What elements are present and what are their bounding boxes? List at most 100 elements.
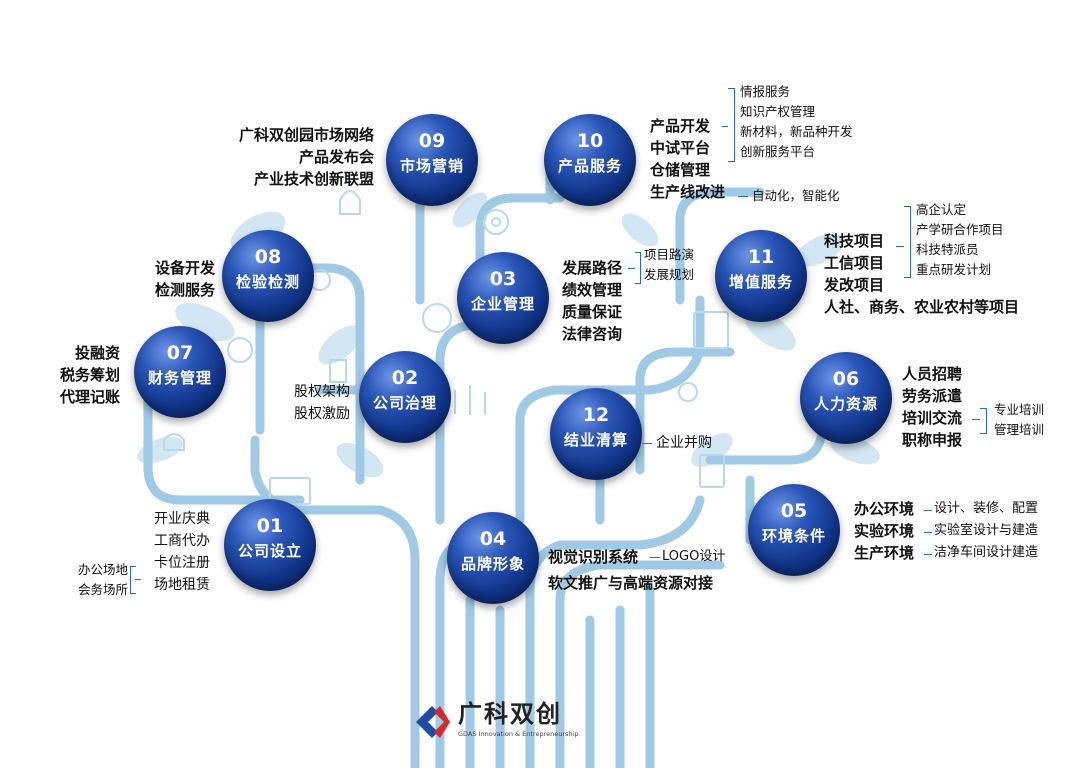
inspection-labels: 设备开发 检测服务 (155, 257, 215, 301)
finance-labels: 投融资 税务筹划 代理记账 (60, 342, 120, 408)
label-item: 视觉识别系统 (548, 548, 639, 566)
label-item: 卡位注册 (154, 555, 210, 571)
node-title: 企业管理 (470, 295, 535, 313)
label-item: 软文推广与高端资源对接 (548, 574, 714, 592)
label-item: 仓储管理 (650, 161, 711, 179)
node-07-finance[interactable]: 07 财务管理 (134, 326, 226, 418)
connector-line (896, 246, 904, 247)
node-09-marketing[interactable]: 09 市场营销 (386, 114, 478, 206)
node-06-human-resources[interactable]: 06 人力资源 (800, 352, 892, 444)
company-setup-sublabels: 办公场地 会务场所 (78, 560, 128, 600)
sublabel-item: 设计、装修、配置 (934, 501, 1039, 516)
sublabel-item: 高企认定 (916, 202, 967, 217)
node-03-enterprise-management[interactable]: 03 企业管理 (457, 252, 549, 344)
node-12-liquidation[interactable]: 12 结业清算 (550, 388, 642, 480)
connector-line (642, 443, 652, 444)
label-item: 办公环境 (854, 500, 915, 518)
sublabel-item: 项目路演 (644, 247, 695, 262)
label-item: 产品发布会 (298, 148, 374, 166)
logo-mark-icon (416, 706, 450, 738)
environment-labels: 办公环境 实验环境 生产环境 (854, 498, 914, 564)
environment-sublabels: 设计、装修、配置 实验室设计与建造 洁净车间设计建造 (934, 498, 1038, 564)
label-item: 生产线改进 (650, 183, 726, 201)
product-service-bracket (728, 88, 735, 162)
node-number: 10 (576, 130, 604, 152)
node-title: 产品服务 (557, 157, 622, 175)
node-10-product-service[interactable]: 10 产品服务 (544, 114, 636, 206)
sublabel-item: 重点研发计划 (916, 262, 992, 277)
label-item: 代理记账 (59, 388, 120, 406)
company-setup-labels: 开业庆典 工商代办 卡位注册 场地租赁 (154, 508, 210, 596)
label-item: 股权架构 (294, 384, 350, 400)
node-number: 08 (254, 246, 282, 268)
automation-label: 自动化，智能化 (752, 188, 840, 203)
sublabel-item: 管理培训 (994, 422, 1045, 437)
label-item: 发改项目 (824, 276, 885, 294)
logo-design-label: LOGO设计 (662, 549, 726, 564)
connector-line (972, 419, 980, 420)
node-number: 11 (747, 246, 775, 268)
logo-tagline: GDAS Innovation & Entrepreneurship (458, 730, 579, 738)
label-item: 中试平台 (650, 139, 711, 157)
governance-labels: 股权架构 股权激励 (294, 381, 350, 425)
marketing-labels: 广科双创园市场网络 产品发布会 产业技术创新联盟 (239, 124, 374, 190)
company-setup-bracket (130, 566, 136, 594)
node-number: 03 (489, 268, 517, 290)
label-item: 职称申报 (902, 431, 963, 449)
node-title: 环境条件 (761, 527, 826, 545)
hr-sublabels: 专业培训 管理培训 (994, 400, 1044, 440)
sublabel-item: 办公场地 (77, 562, 128, 577)
enterprise-management-sublabels: 项目路演 发展规划 (644, 245, 694, 285)
sublabel-item: 情报服务 (740, 84, 791, 99)
sublabel-item: 新材料，新品种开发 (740, 124, 853, 139)
sublabel-item: 专业培训 (994, 402, 1045, 417)
connector-line (722, 126, 728, 127)
sublabel-item: 会务场所 (77, 582, 128, 597)
label-item: 生产环境 (854, 544, 915, 562)
brand-logo: 广科双创 GDAS Innovation & Entrepreneurship (412, 700, 602, 744)
label-item: 广科双创园市场网络 (238, 126, 374, 144)
node-01-company-setup[interactable]: 01 公司设立 (224, 499, 316, 591)
sublabel-item: 创新服务平台 (740, 144, 816, 159)
brand-image-labels: 视觉识别系统 软文推广与高端资源对接 (548, 546, 713, 594)
label-item: 税务筹划 (59, 366, 120, 384)
node-number: 05 (780, 500, 808, 522)
value-added-bracket (904, 206, 911, 278)
node-title: 人力资源 (813, 395, 878, 413)
product-service-sublabels: 情报服务 知识产权管理 新材料，新品种开发 创新服务平台 (740, 82, 853, 162)
node-title: 公司治理 (372, 394, 437, 412)
label-item: 实验环境 (854, 522, 915, 540)
label-item: 法律咨询 (562, 325, 623, 343)
connector-line (135, 579, 141, 580)
node-number: 04 (479, 528, 507, 550)
merger-label: 企业并购 (656, 435, 712, 451)
label-item: 场地租赁 (154, 577, 210, 593)
label-item: 股权激励 (294, 406, 350, 422)
label-item: 科技项目 (824, 232, 885, 250)
logo-name: 广科双创 (458, 700, 562, 728)
label-item: 开业庆典 (154, 511, 210, 527)
node-number: 09 (418, 130, 446, 152)
label-item: 发展路径 (562, 259, 623, 277)
label-item: 工信项目 (824, 254, 885, 272)
node-number: 12 (582, 404, 610, 426)
node-number: 06 (832, 368, 860, 390)
node-title: 品牌形象 (460, 555, 525, 573)
label-item: 人员招聘 (902, 365, 963, 383)
node-number: 02 (391, 367, 419, 389)
connector-line (924, 510, 932, 511)
node-02-corporate-governance[interactable]: 02 公司治理 (359, 351, 451, 443)
enterprise-management-bracket (635, 252, 641, 284)
node-08-inspection[interactable]: 08 检验检测 (222, 230, 314, 322)
node-title: 公司设立 (237, 542, 302, 560)
node-title: 检验检测 (235, 273, 300, 291)
connector-line (738, 196, 748, 197)
node-11-value-added-service[interactable]: 11 增值服务 (715, 230, 807, 322)
node-04-brand-image[interactable]: 04 品牌形象 (447, 512, 539, 604)
label-item: 绩效管理 (562, 281, 623, 299)
value-added-labels: 科技项目 工信项目 发改项目 人社、商务、农业农村等项目 (824, 230, 1019, 318)
node-05-environment[interactable]: 05 环境条件 (748, 484, 840, 576)
hr-bracket (980, 408, 987, 434)
node-title: 结业清算 (563, 431, 628, 449)
